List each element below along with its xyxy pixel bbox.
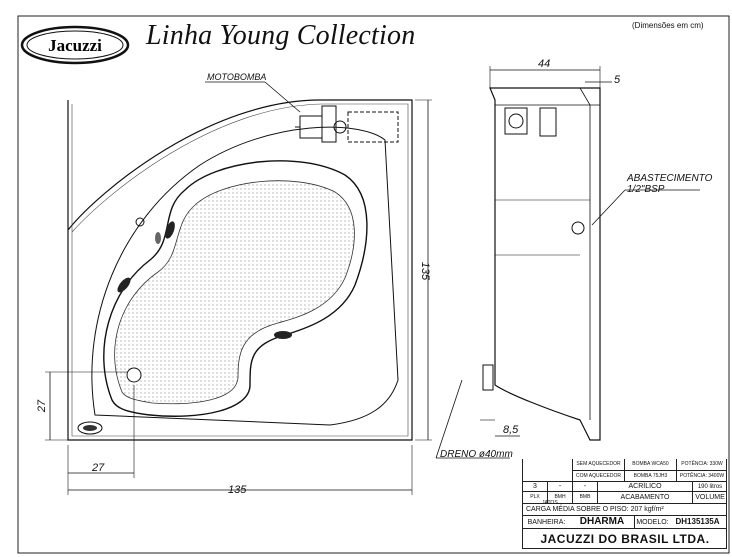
air-control-inner xyxy=(83,425,97,431)
abastecimento-spec: 1/2"BSP xyxy=(627,184,665,195)
drain-circle xyxy=(126,367,142,383)
dim-135-bottom: 135 xyxy=(228,484,247,496)
tub-rim-line xyxy=(71,103,409,437)
dim-8-5: 8,5 xyxy=(503,424,519,436)
overflow-hole xyxy=(135,217,145,227)
dim-135-side: 135 xyxy=(419,261,432,281)
abastecimento-label: ABASTECIMENTO xyxy=(627,173,713,184)
pump-symbol xyxy=(295,105,399,143)
inlet-fitting xyxy=(571,221,585,235)
motobomba-label: MOTOBOMBA xyxy=(207,72,267,82)
page-border xyxy=(17,15,730,554)
dim-27-vertical: 27 xyxy=(36,399,49,413)
jet-4 xyxy=(155,232,161,244)
jacuzzi-logo: Jacuzzi xyxy=(20,25,130,65)
units-note: (Dimensões em cm) xyxy=(632,21,704,30)
dim-44: 44 xyxy=(538,58,551,70)
tb-row-model: BANHEIRA: DHARMA MODELO: DH135135A xyxy=(522,515,727,528)
jet-2 xyxy=(117,277,131,293)
title-block: SEM AQUECEDOR BOMBA WCA50 POTÊNCIA: 330W… xyxy=(522,459,727,549)
dim-5: 5 xyxy=(614,74,621,86)
tb-row-heater: SEM AQUECEDOR BOMBA WCA50 POTÊNCIA: 330W xyxy=(572,459,727,470)
jet-1 xyxy=(165,221,175,239)
tb-row-heater-2: COM AQUECEDOR BOMBA 75JH3 POTÊNCIA: 3400… xyxy=(572,470,727,481)
dim-27-horizontal: 27 xyxy=(92,462,105,474)
tb-row-carga: CARGA MÉDIA SOBRE O PISO: 207 kgf/m² xyxy=(522,503,727,515)
side-view-outline xyxy=(489,87,601,441)
motobomba-leader xyxy=(264,81,301,113)
basin-outline xyxy=(103,160,368,417)
jet-3 xyxy=(274,331,292,339)
dreno-label: DRENO ø40mm xyxy=(440,449,513,460)
side-pump xyxy=(504,107,557,137)
tub-outer-outline xyxy=(67,99,413,441)
basin-floor xyxy=(114,180,355,405)
air-control xyxy=(77,421,103,435)
tb-row-company: JACUZZI DO BRASIL LTDA. xyxy=(522,528,727,549)
tb-row-values: 3 - - ACRÍLICO 190 litros xyxy=(522,481,727,491)
drawing-title: Linha Young Collection xyxy=(146,20,416,51)
tub-deck-curve xyxy=(91,126,399,426)
svg-text:Jacuzzi: Jacuzzi xyxy=(48,36,102,55)
